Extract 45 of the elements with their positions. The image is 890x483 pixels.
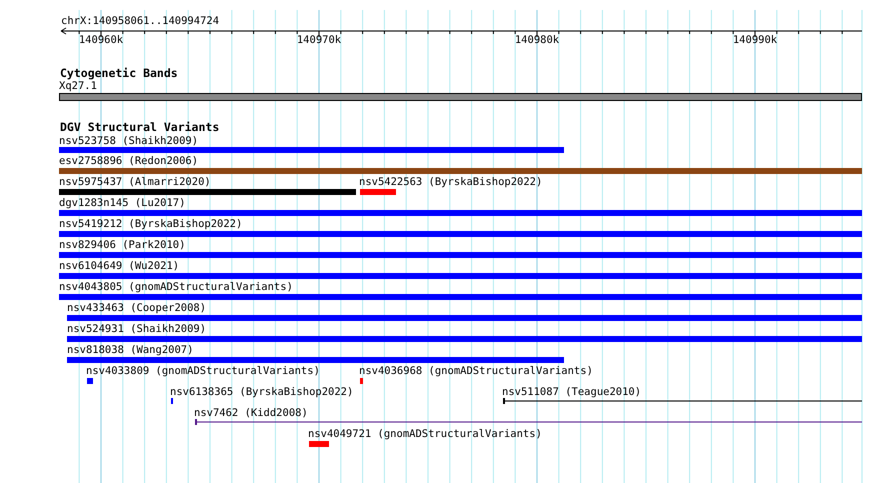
variant-label: nsv5975437 (Almarri2020) bbox=[59, 176, 211, 188]
cytoband-track bbox=[59, 80, 862, 101]
variant-label: nsv4033809 (gnomADStructuralVariants) bbox=[86, 365, 320, 377]
variant-track bbox=[59, 281, 862, 300]
variant-track bbox=[59, 135, 564, 153]
variant-track bbox=[67, 344, 564, 363]
variant-label: nsv6138365 (ByrskaBishop2022) bbox=[170, 386, 354, 398]
variant-track bbox=[502, 386, 862, 404]
variant-track bbox=[170, 386, 354, 404]
variant-label: nsv4049721 (gnomADStructuralVariants) bbox=[308, 428, 542, 440]
variant-label: nsv4043805 (gnomADStructuralVariants) bbox=[59, 281, 293, 293]
variant-track bbox=[59, 239, 862, 258]
variant-label: esv2758896 (Redon2006) bbox=[59, 155, 198, 167]
region-coordinates: chrX:140958061..140994724 bbox=[61, 15, 220, 27]
variant-label: nsv524931 (Shaikh2009) bbox=[67, 323, 206, 335]
variant-label: nsv4036968 (gnomADStructuralVariants) bbox=[359, 365, 593, 377]
variant-track bbox=[86, 365, 320, 384]
variant-track bbox=[359, 365, 593, 384]
variant-label: nsv829406 (Park2010) bbox=[59, 239, 186, 251]
variant-track bbox=[59, 260, 862, 279]
variant-label: nsv818038 (Wang2007) bbox=[67, 344, 194, 356]
variant-label: nsv5419212 (ByrskaBishop2022) bbox=[59, 218, 242, 230]
variant-label: nsv5422563 (ByrskaBishop2022) bbox=[359, 176, 542, 188]
band-name: Xq27.1 bbox=[59, 80, 97, 92]
variant-track bbox=[59, 155, 862, 174]
track-heading: Cytogenetic Bands bbox=[60, 67, 178, 79]
variant-track bbox=[359, 176, 542, 195]
axis-tick-label: 140990k bbox=[732, 34, 778, 46]
variant-track bbox=[59, 218, 862, 237]
variant-track bbox=[308, 428, 542, 447]
variant-label: nsv7462 (Kidd2008) bbox=[194, 407, 308, 419]
axis-tick-label: 140970k bbox=[296, 34, 342, 46]
variant-track bbox=[59, 197, 862, 216]
variant-label: nsv6104649 (Wu2021) bbox=[59, 260, 180, 272]
variant-track bbox=[59, 176, 356, 195]
variant-label: nsv523758 (Shaikh2009) bbox=[59, 135, 198, 147]
variant-track bbox=[67, 323, 862, 342]
variant-track bbox=[194, 407, 862, 425]
axis-tick-label: 140960k bbox=[78, 34, 124, 46]
variant-track bbox=[67, 302, 862, 321]
variant-label: dgv1283n145 (Lu2017) bbox=[59, 197, 186, 209]
track-heading: DGV Structural Variants bbox=[60, 121, 220, 133]
variant-label: nsv511087 (Teague2010) bbox=[502, 386, 642, 398]
axis-tick-label: 140980k bbox=[514, 34, 560, 46]
variant-label: nsv433463 (Cooper2008) bbox=[67, 302, 206, 314]
